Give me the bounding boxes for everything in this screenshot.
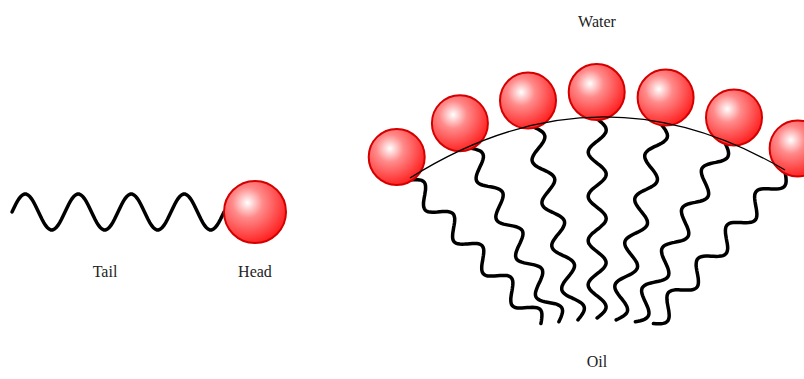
text-label: Oil (587, 352, 607, 371)
text-label: Head (238, 262, 272, 281)
head-sphere (770, 120, 804, 176)
head-group (224, 64, 804, 243)
head-sphere (638, 70, 694, 126)
tail-chain (410, 180, 542, 324)
tail-group (12, 119, 786, 324)
head-sphere (500, 73, 556, 129)
tail-chain (635, 143, 728, 322)
tail-chain (588, 119, 606, 318)
head-sphere (432, 95, 488, 151)
head-sphere (369, 129, 425, 185)
interface-line (410, 117, 785, 178)
text-label: Tail (93, 262, 118, 281)
text-label: Water (578, 12, 616, 31)
tail-chain (12, 194, 224, 230)
head-sphere (569, 64, 625, 120)
tail-chain (653, 172, 786, 324)
tail-chain (532, 127, 584, 320)
head-sphere (224, 181, 286, 243)
